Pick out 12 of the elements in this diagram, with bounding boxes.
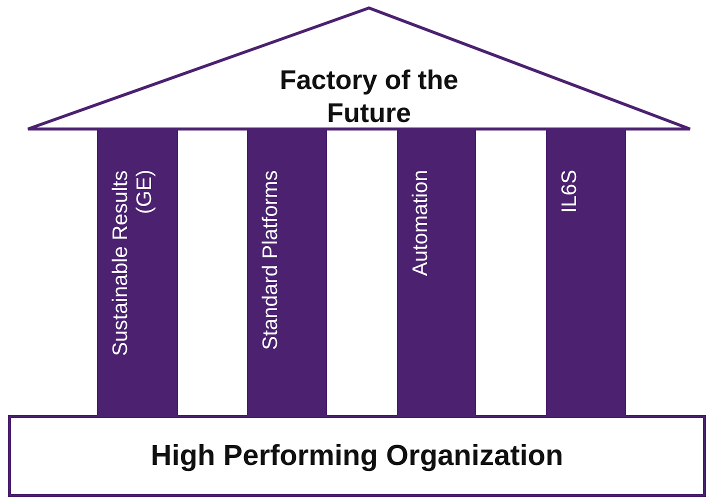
pillar [97,130,178,417]
pillar [397,130,476,417]
foundation-bar [8,415,706,497]
foundation-label: High Performing Organization [150,440,564,472]
pillar-label: IL6S [558,170,582,216]
roof-title: Factory of the Future [279,64,459,130]
pillar-label: Automation [409,170,433,278]
pillar [247,130,327,417]
pillar-label: Sustainable Results (GE) [109,170,157,358]
roof-triangle [26,6,692,132]
pillar [546,130,626,417]
pillar-label: Standard Platforms [259,170,283,352]
